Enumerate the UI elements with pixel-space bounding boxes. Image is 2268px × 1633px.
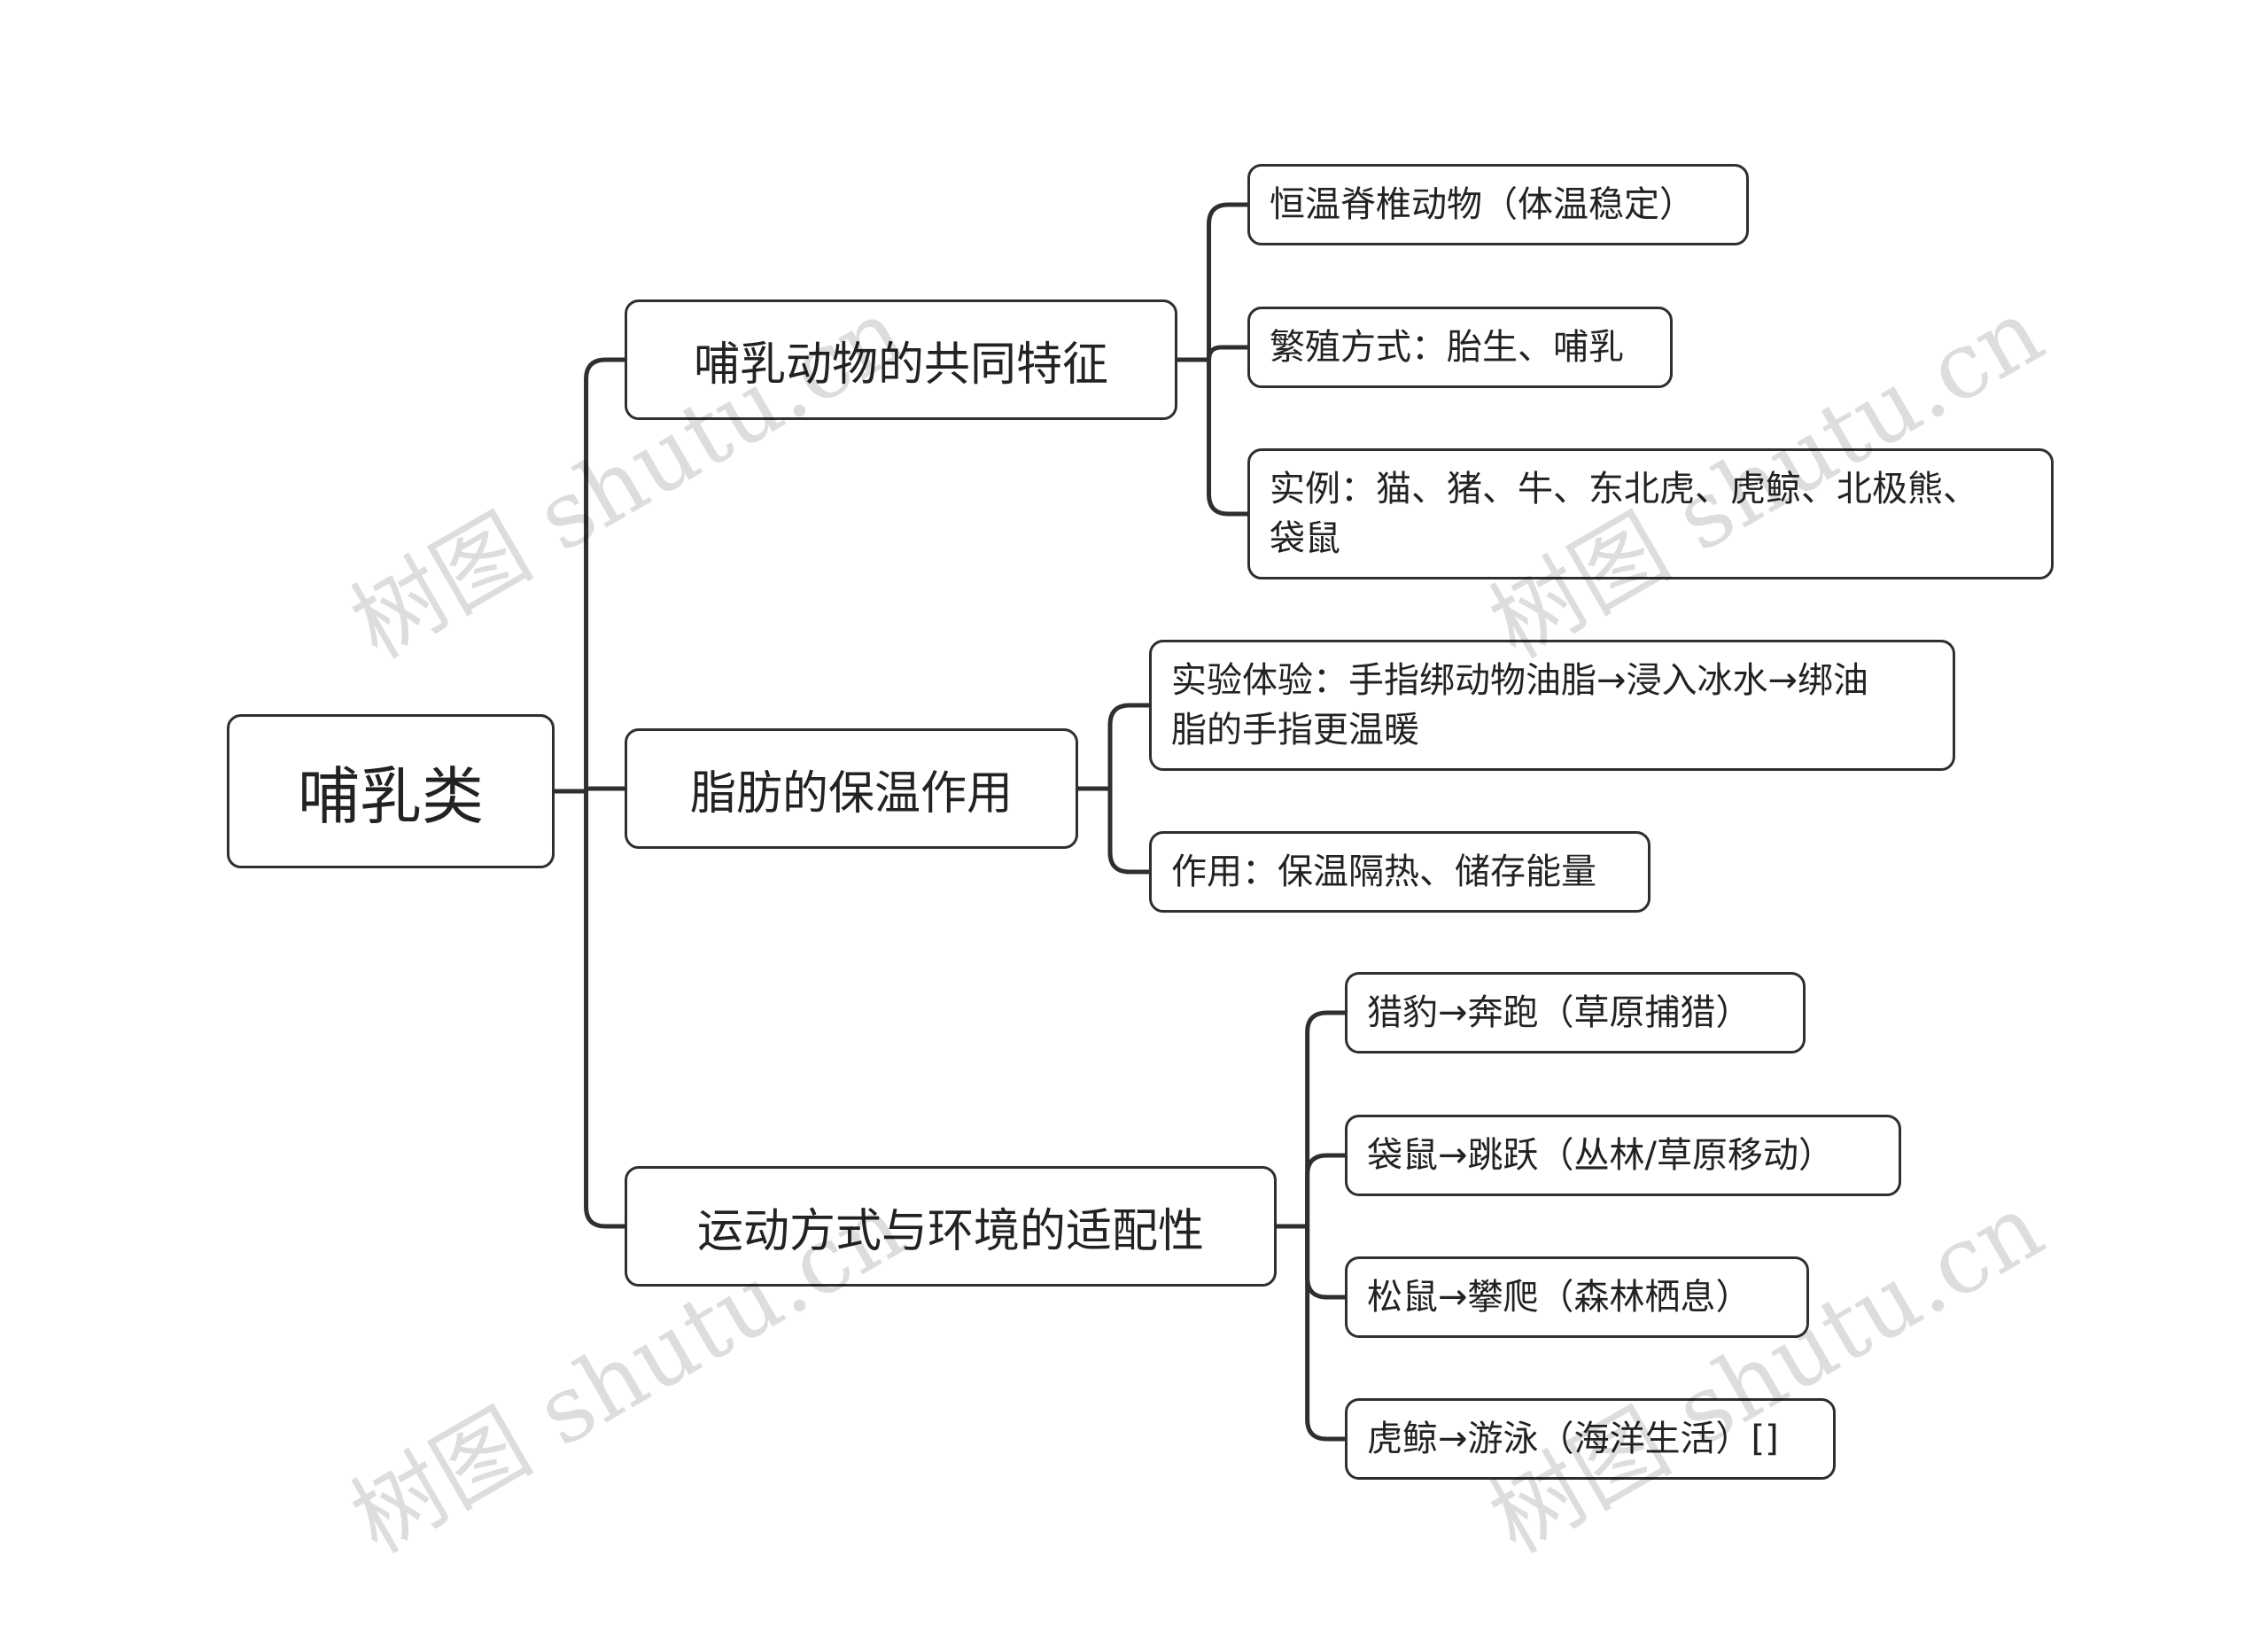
branch-label: 运动方式与环境的适配性 (696, 1204, 1204, 1258)
leaf-node-squirrel[interactable]: 松鼠→攀爬（森林栖息） (1345, 1256, 1809, 1338)
branch1-connector-link (1207, 357, 1250, 517)
root-label: 哺乳类 (298, 759, 484, 833)
branch1-connector-link (1207, 202, 1250, 362)
leaf-label-line-1: 实例：猫、猪、牛、东北虎、虎鲸、北极熊、 (1270, 469, 1978, 509)
leaf-node-reproduction[interactable]: 繁殖方式：胎生、哺乳 (1247, 307, 1673, 388)
leaf-label: 恒温脊椎动物（体温稳定） (1270, 184, 1695, 225)
branch-node-common-features[interactable]: 哺乳动物的共同特征 (625, 299, 1177, 420)
leaf-node-examples[interactable]: 实例：猫、猪、牛、东北虎、虎鲸、北极熊、 袋鼠 (1247, 448, 2054, 579)
leaf-label-line-2: 袋鼠 (1270, 518, 1340, 559)
leaf-label: 繁殖方式：胎生、哺乳 (1270, 327, 1624, 368)
branch2-connector-link (1107, 703, 1152, 791)
leaf-node-cheetah[interactable]: 猎豹→奔跑（草原捕猎） (1345, 972, 1806, 1054)
branch3-connector-link (1305, 1224, 1348, 1442)
root-node[interactable]: 哺乳类 (227, 714, 555, 868)
leaf-label: 虎鲸→游泳（海洋生活）[] (1367, 1419, 1779, 1459)
branch-node-locomotion-adaptation[interactable]: 运动方式与环境的适配性 (625, 1166, 1277, 1287)
root-connector-link (584, 357, 627, 794)
leaf-node-experiment[interactable]: 实验体验：手指绑动物油脂→浸入冰水→绑油 脂的手指更温暖 (1149, 640, 1955, 771)
leaf-label: 袋鼠→跳跃（丛林/草原移动） (1367, 1135, 1834, 1176)
leaf-label: 作用：保温隔热、储存能量 (1171, 851, 1596, 892)
branch-label: 脂肪的保温作用 (689, 766, 1013, 820)
leaf-node-kangaroo[interactable]: 袋鼠→跳跃（丛林/草原移动） (1345, 1115, 1901, 1196)
leaf-label: 松鼠→攀爬（森林栖息） (1367, 1277, 1751, 1318)
leaf-label-line-2: 脂的手指更温暖 (1171, 710, 1419, 750)
root-connector-link (584, 789, 627, 1229)
branch3-connector-link (1305, 1224, 1348, 1300)
branch1-connector-link (1207, 345, 1250, 362)
branch3-connector-link (1305, 1010, 1348, 1229)
leaf-text-block: 实验体验：手指绑动物油脂→浸入冰水→绑油 脂的手指更温暖 (1171, 656, 1868, 755)
leaf-label-line-1: 实验体验：手指绑动物油脂→浸入冰水→绑油 (1171, 660, 1869, 701)
root-connector-link (584, 786, 627, 794)
leaf-label: 猎豹→奔跑（草原捕猎） (1367, 992, 1751, 1033)
leaf-node-function[interactable]: 作用：保温隔热、储存能量 (1149, 831, 1651, 913)
leaf-node-orca[interactable]: 虎鲸→游泳（海洋生活）[] (1345, 1398, 1836, 1480)
branch2-connector-link (1107, 786, 1152, 875)
branch-node-fat-insulation[interactable]: 脂肪的保温作用 (625, 728, 1078, 849)
branch-label: 哺乳动物的共同特征 (693, 338, 1108, 392)
leaf-node-warm-blooded[interactable]: 恒温脊椎动物（体温稳定） (1247, 164, 1749, 245)
branch3-connector-link (1305, 1153, 1348, 1229)
leaf-text-block: 实例：猫、猪、牛、东北虎、虎鲸、北极熊、 袋鼠 (1270, 464, 1978, 564)
